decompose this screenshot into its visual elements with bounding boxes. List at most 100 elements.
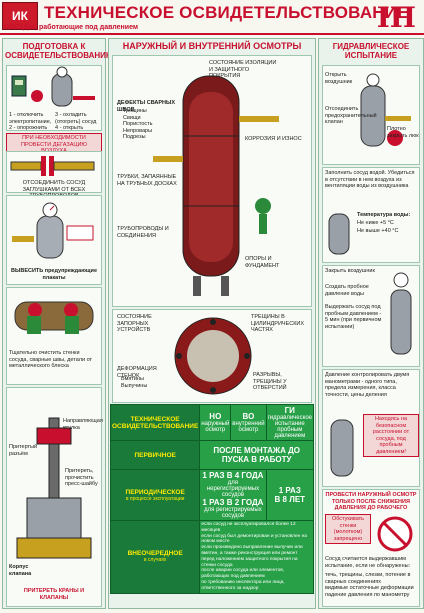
list-item: перед наложением защитного покрытия на с…: [201, 556, 298, 568]
shutdown-illustration: [11, 66, 95, 107]
list-item: после аварии сосуда или элементов, работ…: [201, 568, 285, 580]
row-periodic-values: 1 РАЗ В 4 ГОДА для нерегистрируемых сосу…: [199, 469, 267, 521]
gauges-panel: Давление контролировать двумя манометрам…: [322, 369, 420, 487]
col-vo-label: внутренний осмотр: [232, 421, 265, 433]
row-periodic-sub: в процессе эксплуатации: [125, 495, 185, 502]
caption-temp-max: Не выше +40 °С: [357, 228, 399, 234]
right-column: ГИДРАВЛИЧЕСКОЕ ИСПЫТАНИЕ Открыть воздушн…: [318, 38, 424, 609]
fill-water-panel: Заполнить сосуд водой. Убедиться в отсут…: [322, 167, 420, 263]
deform-item: Вмятины: [121, 376, 144, 382]
period-4y: 1 РАЗ В 4 ГОДА: [202, 471, 264, 480]
left-column: ПОДГОТОВКА К ОСВИДЕТЕЛЬСТВОВАНИЮ 1 - отк…: [2, 38, 114, 609]
row-extra-sub: в случаях: [143, 557, 167, 564]
section-number: III: [376, 1, 416, 34]
col-vo-code: ВО: [242, 412, 255, 421]
list-item: падение давления по манометру: [325, 591, 410, 598]
sign-caption: ВЫВЕСИТЬ предупреждающие плакаты: [10, 268, 97, 281]
label-tubes: ТРУБКИ, ЗАПАЯННЫЕ НА ТРУБНЫХ ДОСКАХ: [117, 174, 177, 187]
valve-section-illustration: [16, 417, 92, 559]
weld-defects-list: Трещины Свищи Пористость Непровары Подре…: [123, 108, 163, 141]
caption-hold-pressure: Выдержать сосуд под пробным давлением - …: [325, 304, 382, 330]
period-8y-b: В 8 ЛЕТ: [274, 495, 306, 504]
list-item: если сосуд не эксплуатировался более 12 …: [201, 522, 296, 533]
vessel-small-icon: [330, 419, 354, 477]
label-gaskets: ТРЕЩИНЫ В ЦИЛИНДРИЧЕСКИХ ЧАСТЯХ: [251, 314, 305, 333]
list-item: течь, трещины, слезки, потение в сварных…: [325, 572, 411, 585]
label-deformation: ДЕФОРМАЦИЯ СТЕНОК: [117, 366, 157, 379]
table-row: ПЕРВИЧНОЕ ПОСЛЕ МОНТАЖА ДО ПУСКА В РАБОТ…: [109, 440, 315, 470]
col-gi-label: гидравлическое испытание пробным давлени…: [267, 415, 313, 439]
defect-item: Подрезы: [123, 134, 146, 140]
schedule-header-main: ТЕХНИЧЕСКОЕ ОСВИДЕТЕЛЬСТВОВАНИЕ: [109, 404, 201, 441]
label-guide-sleeve: Направляющая втулка: [63, 418, 103, 431]
defect-item: Трещины: [123, 108, 147, 114]
caption-fill-water: Заполнить сосуд водой. Убедиться в отсут…: [325, 170, 415, 189]
period-4y-sub: для нерегистрируемых сосудов: [206, 480, 260, 498]
deformation-list: Вмятины Выпучины: [121, 376, 161, 389]
caption-close-vent: Закрыть воздушник: [325, 268, 375, 274]
right-heading: ГИДРАВЛИЧЕСКОЕ ИСПЫТАНИЕ: [332, 42, 410, 60]
list-item: если произведено выправление выпучин или…: [201, 545, 303, 556]
flange-panel: ОТСОЕДИНИТЬ СОСУД ЗАГЛУШКАМИ ОТ ВСЕХ ТРУ…: [6, 151, 102, 199]
vessel-illustration: [153, 75, 279, 296]
period-2y-sub: для регистрируемых сосудов: [204, 507, 262, 519]
caption-pass-criteria: Сосуд считается выдержавшим испытание, е…: [325, 556, 411, 569]
valve-caption: ПРИТЕРЕТЬ КРАНЫ И КЛАПАНЫ: [23, 588, 85, 601]
label-closures: СОСТОЯНИЕ ЗАПОРНЫХ УСТРОЙСТВ: [117, 314, 152, 333]
sign-panel: ВЫВЕСИТЬ предупреждающие плакаты: [6, 195, 102, 285]
label-weld-defects: ДЕФЕКТЫ СВАРНЫХ ШВОВ: [117, 100, 176, 113]
header-divider: [0, 33, 424, 35]
flange-illustration: [10, 156, 95, 176]
caption-temp-min: Не ниже +5 °С: [357, 220, 394, 226]
col-gi-code: ГИ: [284, 406, 295, 415]
period-2y: 1 РАЗ В 2 ГОДА: [202, 498, 264, 507]
defect-item: Свищи: [123, 114, 141, 121]
pressure-panel: Закрыть воздушник Создать пробное давлен…: [322, 265, 420, 367]
deform-item: Выпучины: [121, 382, 148, 389]
flange-inspection-panel: СОСТОЯНИЕ ЗАПОРНЫХ УСТРОЙСТВ ТРЕЩИНЫ В Ц…: [112, 309, 312, 403]
prep-test-panel: Открыть воздушник Отсоединить предохрани…: [322, 65, 420, 165]
label-corrosion: КОРРОЗИЯ И ИЗНОС: [245, 136, 302, 142]
cleaning-panel: Тщательно очистить стенки сосуда, сварны…: [6, 287, 102, 385]
page-title: ТЕХНИЧЕСКОЕ ОСВИДЕТЕЛЬСТВОВАНИЕ: [44, 3, 409, 22]
caption-create-pressure: Создать пробное давление воды: [325, 284, 369, 297]
list-item: по требованию инспектора или лица, ответ…: [201, 579, 285, 591]
warning-note: Находясь на безопасном расстоянии от сос…: [363, 414, 419, 457]
water-vessel-icon: [328, 213, 350, 255]
page-subtitle: СОСУДЫ, работающие под давлением: [4, 24, 139, 31]
middle-heading: НАРУЖНЫЙ И ВНУТРЕННИЙ ОСМОТРЫ: [122, 41, 302, 51]
col-no-label: наружный осмотр: [201, 421, 230, 433]
no-hammer-note: Обстукивать стенки (молотком) запрещено: [325, 514, 371, 544]
valve-illustration: [12, 202, 94, 259]
row-extra-title: ВНЕОЧЕРЕДНОЕ: [127, 550, 183, 558]
row-periodic-title: ПЕРИОДИЧЕСКОЕ: [125, 488, 185, 496]
label-pipes: ТРУБОПРОВОДЫ И СОЕДИНЕНИЯ: [117, 226, 169, 239]
row-extra-list: если сосуд не эксплуатировался более 12 …: [199, 520, 315, 594]
criteria-list: течь, трещины, слезки, потение в сварных…: [325, 572, 417, 598]
caption-outer-check: ПРОВЕСТИ НАРУЖНЫЙ ОСМОТР ТОЛЬКО ПОСЛЕ СН…: [325, 492, 417, 511]
list-item: если сосуд был демонтирован и установлен…: [201, 533, 307, 545]
defect-item: Пористость: [123, 121, 153, 127]
list-item: видимые остаточные деформации: [325, 585, 414, 591]
caption-open-vent: Открыть воздушник: [325, 72, 353, 85]
test-vessel-illustration: [360, 73, 411, 147]
col-no-code: НО: [209, 412, 222, 421]
valve-panel: Направляющая втулка Притертый разъём При…: [6, 387, 103, 607]
prohibit-icon: [377, 516, 413, 552]
caption-close-hatch: Плотно закрыть люк: [387, 126, 419, 139]
caption-temperature: Температура воды:: [357, 212, 411, 218]
label-hole-cracks: РАЗРЫВЫ, ТРЕЩИНЫ У ОТВЕРСТИЙ: [253, 372, 287, 391]
label-valve-body: Корпус клапана: [9, 564, 32, 577]
cleaning-caption: Тщательно очистить стенки сосуда, сварны…: [9, 350, 93, 369]
defect-item: Непровары: [123, 127, 153, 134]
